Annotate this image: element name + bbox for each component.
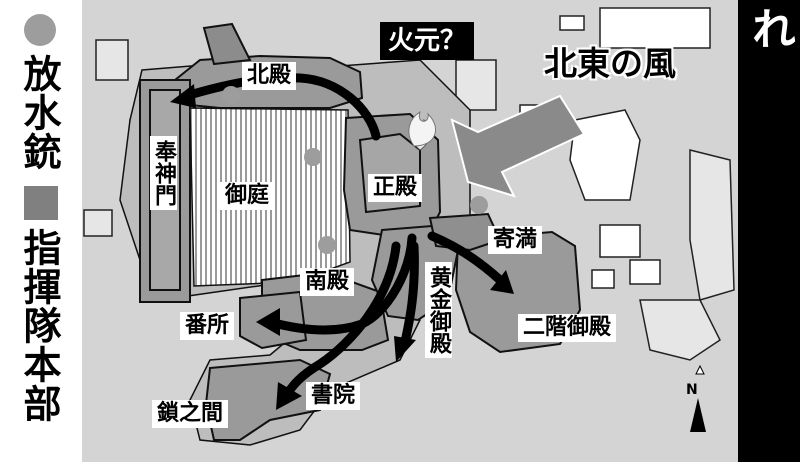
hydrant-marker bbox=[470, 196, 488, 214]
arrow-to-hokuden-houshinmon bbox=[181, 73, 381, 141]
legend-hydrant-swatch bbox=[24, 14, 56, 46]
legend-hq-swatch bbox=[24, 186, 58, 220]
label-ougon-goten: 黄金御殿 bbox=[425, 262, 452, 358]
label-yorimitsu: 寄満 bbox=[488, 226, 543, 254]
legend-hq-label: 指揮隊本部 bbox=[17, 228, 61, 423]
arrow-to-shoin-south bbox=[399, 241, 419, 351]
arrowhead-nikai-goten bbox=[490, 270, 514, 294]
title-panel bbox=[738, 0, 800, 462]
arrow-to-sasu-no-ma bbox=[281, 241, 401, 401]
north-arrow-icon bbox=[690, 364, 706, 432]
label-hokuden: 北殿 bbox=[242, 62, 297, 90]
label-sasu-no-ma: 鎖之間 bbox=[152, 400, 229, 428]
wind-arrow bbox=[450, 94, 586, 198]
flame-icon bbox=[408, 110, 437, 151]
label-unaa: 御庭 bbox=[220, 182, 275, 210]
label-shoin: 書院 bbox=[306, 382, 361, 410]
arrowhead-south bbox=[394, 336, 416, 362]
arrowhead-sasu-no-ma bbox=[276, 382, 302, 410]
legend-panel bbox=[0, 0, 82, 462]
label-bansho: 番所 bbox=[180, 312, 235, 340]
label-nikai-goten: 二階御殿 bbox=[518, 314, 617, 342]
legend-hydrant-label: 放水銃 bbox=[17, 54, 61, 171]
spread-arrows bbox=[181, 73, 505, 401]
hydrant-marker bbox=[304, 148, 322, 166]
label-houshinmon: 奉神門 bbox=[150, 136, 177, 210]
hydrant-marker bbox=[222, 86, 240, 104]
wind-direction-label: 北東の風 bbox=[544, 44, 676, 83]
map-title: 首里城火災の延焼の流れ bbox=[744, 6, 800, 446]
hydrant-marker bbox=[318, 236, 336, 254]
arrow-to-nikai-goten bbox=[427, 231, 505, 285]
label-nanden: 南殿 bbox=[300, 268, 355, 296]
arrowheads bbox=[170, 84, 514, 410]
arrowhead-bansho bbox=[256, 308, 280, 336]
label-seiden: 正殿 bbox=[368, 174, 423, 202]
north-label: N bbox=[686, 382, 698, 398]
arrowhead-hokuden bbox=[170, 84, 196, 108]
fire-origin-label: 火元？ bbox=[380, 22, 475, 60]
